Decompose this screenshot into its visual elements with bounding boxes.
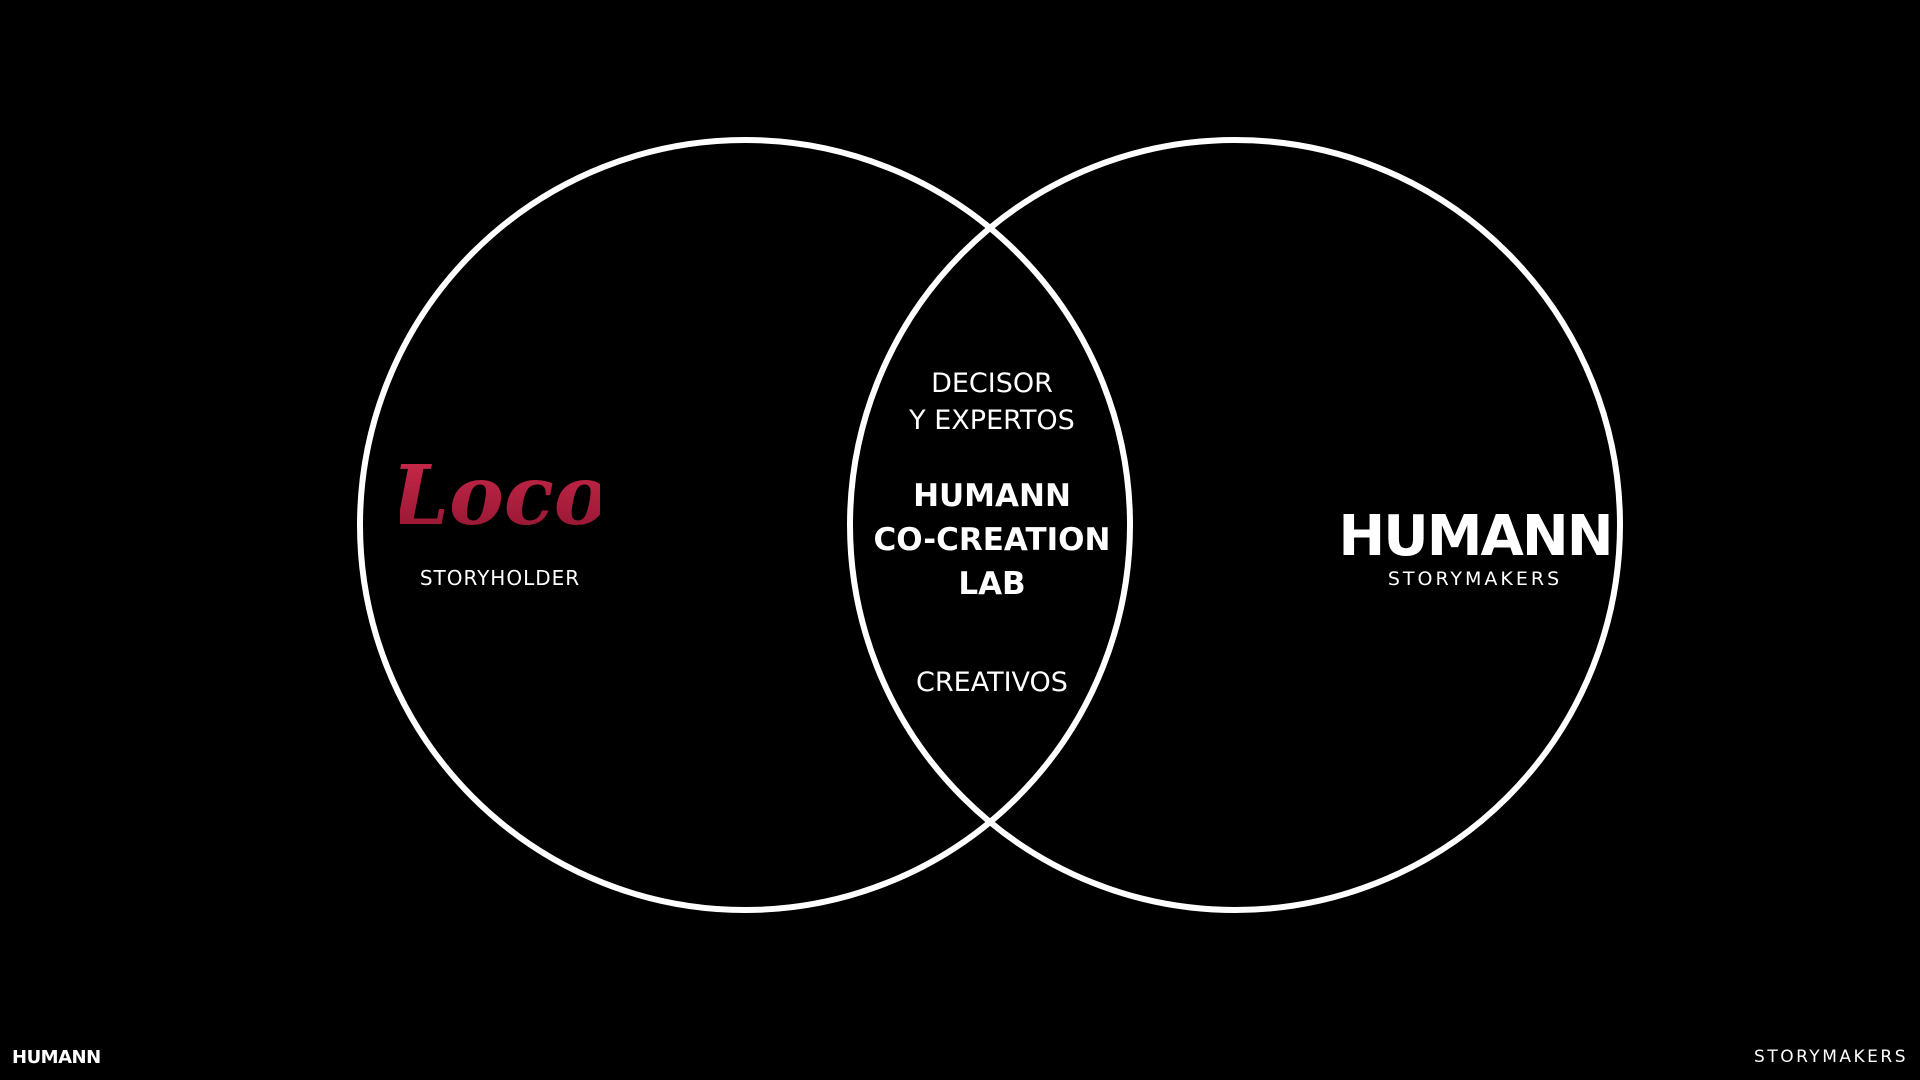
storymakers-label: STORYMAKERS xyxy=(1387,568,1563,590)
loco-logo: Loco xyxy=(400,448,600,544)
expertos-line: Y EXPERTOS xyxy=(909,405,1075,436)
title-line-co-creation: CO-CREATION xyxy=(873,522,1111,558)
creativos-label: CREATIVOS xyxy=(916,667,1068,698)
storyholder-label: STORYHOLDER xyxy=(419,566,581,590)
intersection-top-text: DECISOR Y EXPERTOS xyxy=(880,365,1104,439)
co-creation-lab-title: HUMANN CO-CREATION LAB xyxy=(860,474,1124,606)
footer-tagline: STORYMAKERS xyxy=(1754,1047,1908,1067)
title-line-lab: LAB xyxy=(958,566,1026,602)
loco-logo-text: Loco xyxy=(400,448,600,544)
footer-brand: HUMANN xyxy=(12,1047,101,1068)
title-line-humann: HUMANN xyxy=(913,478,1071,514)
decisor-line: DECISOR xyxy=(931,368,1053,399)
left-circle xyxy=(357,137,1133,913)
humann-logo: HUMANN xyxy=(1338,504,1613,569)
right-circle xyxy=(847,137,1623,913)
